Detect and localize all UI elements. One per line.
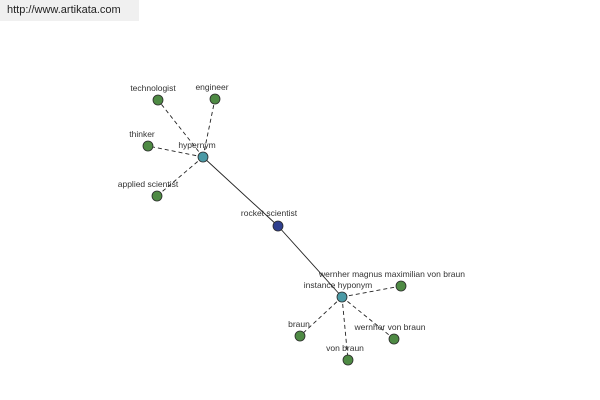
edge-hypernym-engineer: [202, 98, 216, 158]
edge-hypernym-technologist: [157, 99, 204, 158]
edge-hypernym-applied-scientist: [156, 156, 204, 197]
edge-instance-hyponym-braun: [299, 296, 343, 337]
edge-hypernym-thinker: [147, 145, 204, 158]
relation-label-hypernym: hypernym: [178, 140, 215, 150]
term-label-wernher-magnus-maximilian-von-braun: wernher magnus maximilian von braun: [318, 269, 465, 279]
term-node-thinker[interactable]: [142, 140, 154, 152]
term-label-engineer: engineer: [195, 82, 228, 92]
term-label-technologist: technologist: [130, 83, 176, 93]
term-label-wernher-von-braun: wernher von braun: [354, 322, 426, 332]
term-node-von-braun[interactable]: [342, 354, 354, 366]
term-node-wernher-von-braun[interactable]: [388, 333, 400, 345]
term-node-technologist[interactable]: [152, 94, 164, 106]
term-node-applied-scientist[interactable]: [151, 190, 163, 202]
relation-node-hypernym[interactable]: [197, 151, 209, 163]
edge-instance-hyponym-wernher-magnus-maximilian-von-braun: [341, 285, 402, 298]
edge-root-hypernym: [202, 156, 279, 227]
site-url-link[interactable]: http://www.artikata.com: [7, 4, 121, 16]
edge-instance-hyponym-wernher-von-braun: [341, 296, 395, 340]
relation-label-instance-hyponym: instance hyponym: [304, 280, 373, 290]
term-node-wernher-magnus-maximilian-von-braun[interactable]: [395, 280, 407, 292]
term-label-applied-scientist: applied scientist: [118, 179, 179, 189]
term-label-von-braun: von braun: [326, 343, 364, 353]
term-node-braun[interactable]: [294, 330, 306, 342]
term-label-braun: braun: [288, 319, 310, 329]
edge-instance-hyponym-von-braun: [341, 296, 349, 361]
root-node[interactable]: [272, 220, 284, 232]
site-url-bar: http://www.artikata.com: [0, 0, 139, 21]
edge-root-instance-hyponym: [277, 225, 343, 298]
term-node-engineer[interactable]: [209, 93, 221, 105]
relation-node-instance-hyponym[interactable]: [336, 291, 348, 303]
root-node-label: rocket scientist: [241, 208, 298, 218]
term-label-thinker: thinker: [129, 129, 155, 139]
